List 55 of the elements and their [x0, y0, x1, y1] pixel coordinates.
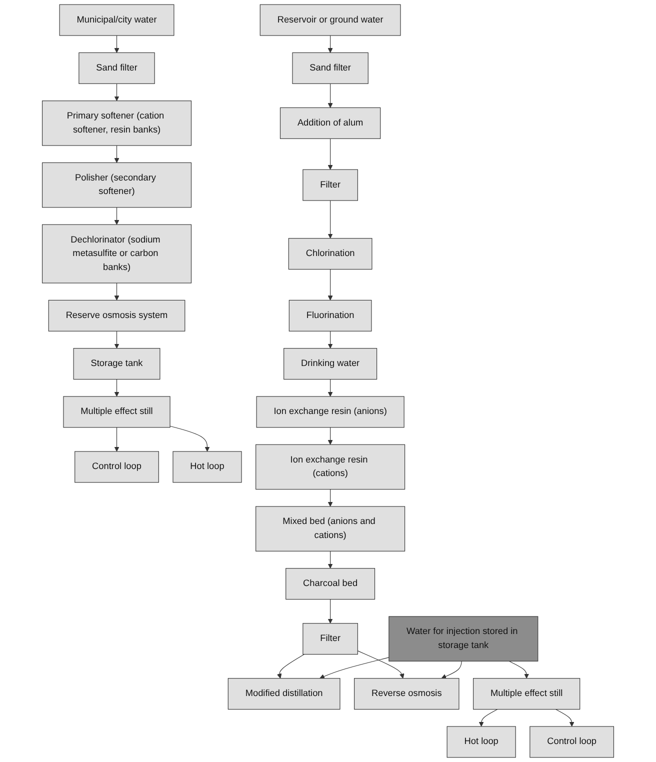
arrow [328, 427, 333, 445]
arrow [276, 654, 305, 679]
node-box: Hot loop [446, 726, 516, 758]
arrow [328, 379, 333, 397]
node-box: Reverse osmosis [354, 678, 460, 710]
arrow [441, 660, 462, 679]
node-box: Polisher (secondary softener) [42, 162, 192, 208]
node-box: Water for injection stored in storage tank [388, 616, 538, 662]
node-box: Hot loop [172, 451, 242, 483]
node-box: Reserve osmosis system [48, 300, 186, 332]
node-box: Modified distillation [228, 678, 340, 710]
node-box: Control loop [74, 451, 159, 483]
arrow [114, 83, 120, 102]
node-box: Charcoal bed [286, 568, 376, 600]
node-box: Drinking water [284, 348, 378, 380]
arrow [114, 282, 120, 300]
node-box: Filter [302, 623, 358, 655]
node-box: Chlorination [288, 238, 372, 270]
arrow [328, 138, 333, 170]
node-box: Mixed bed (anions and cations) [256, 506, 406, 552]
node-box: Ion exchange resin (anions) [256, 396, 404, 428]
arrow [320, 657, 390, 679]
arrow [328, 330, 333, 349]
arrow [114, 330, 120, 349]
node-box: Municipal/city water [59, 4, 174, 36]
arrow [114, 35, 120, 53]
arrow [328, 269, 333, 300]
arrow [328, 550, 333, 569]
node-box: Dechlorinator (sodium metasulfite or carbon banks) [42, 224, 192, 284]
node-box: Sand filter [292, 52, 368, 84]
arrow [328, 599, 333, 624]
arrow [555, 709, 574, 727]
node-box: Addition of alum [280, 107, 381, 139]
node-box: Control loop [530, 726, 614, 758]
node-box: Sand filter [78, 52, 155, 84]
node-box: Ion exchange resin (cations) [256, 444, 406, 490]
node-box: Storage tank [73, 348, 160, 380]
arrow [328, 83, 333, 108]
node-box: Primary softener (cation softener, resin banks) [42, 100, 192, 146]
node-box: Multiple effect still [473, 678, 580, 710]
node-box: Multiple effect still [63, 396, 170, 428]
node-box: Fluorination [288, 300, 372, 332]
arrow [114, 207, 120, 225]
arrow [508, 660, 530, 679]
arrow [328, 489, 333, 507]
arrow [114, 145, 120, 163]
arrow [170, 426, 210, 452]
node-box: Filter [302, 169, 358, 201]
node-box: Reservoir or ground water [260, 4, 401, 36]
arrow [328, 35, 333, 53]
arrow [328, 200, 333, 239]
arrow [357, 650, 404, 679]
arrow [114, 379, 120, 397]
arrow [478, 709, 498, 727]
arrow [114, 427, 120, 452]
